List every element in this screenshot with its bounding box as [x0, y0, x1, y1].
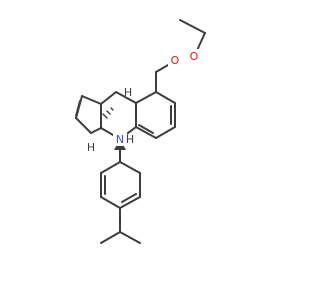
bond	[119, 161, 141, 174]
bond	[100, 91, 117, 105]
bond	[75, 117, 92, 134]
fused-ring-bonds	[75, 91, 137, 140]
bond	[100, 196, 121, 209]
label-background	[187, 49, 201, 63]
ester-oxygen-label: O	[171, 54, 180, 67]
bond	[155, 91, 176, 104]
bond	[179, 19, 206, 34]
bond	[81, 95, 102, 105]
bond	[75, 100, 81, 117]
hashed-bond	[102, 107, 114, 119]
isopropylphenyl-bonds	[100, 138, 141, 244]
carbonyl-oxygen-label: O	[190, 50, 199, 63]
bond	[100, 231, 121, 244]
amine-hydrogen-label: H	[126, 133, 134, 146]
molecule-structure: O O N H H H	[75, 19, 206, 244]
bond	[135, 91, 157, 104]
stereo-hydrogen-top-label: H	[124, 86, 132, 99]
bond	[121, 193, 137, 203]
bond	[90, 127, 102, 134]
amine-nitrogen-label: N	[116, 133, 124, 146]
bond	[119, 196, 141, 209]
bond	[119, 231, 141, 244]
bond	[135, 126, 157, 139]
bond	[115, 91, 137, 104]
bond	[100, 161, 121, 174]
label-background	[113, 132, 127, 146]
stereo-hydrogen-bottom-label: H	[87, 141, 95, 154]
label-background	[168, 53, 182, 67]
bond	[155, 126, 176, 139]
benzo-ring-bonds	[135, 102, 176, 139]
bond	[138, 124, 154, 134]
